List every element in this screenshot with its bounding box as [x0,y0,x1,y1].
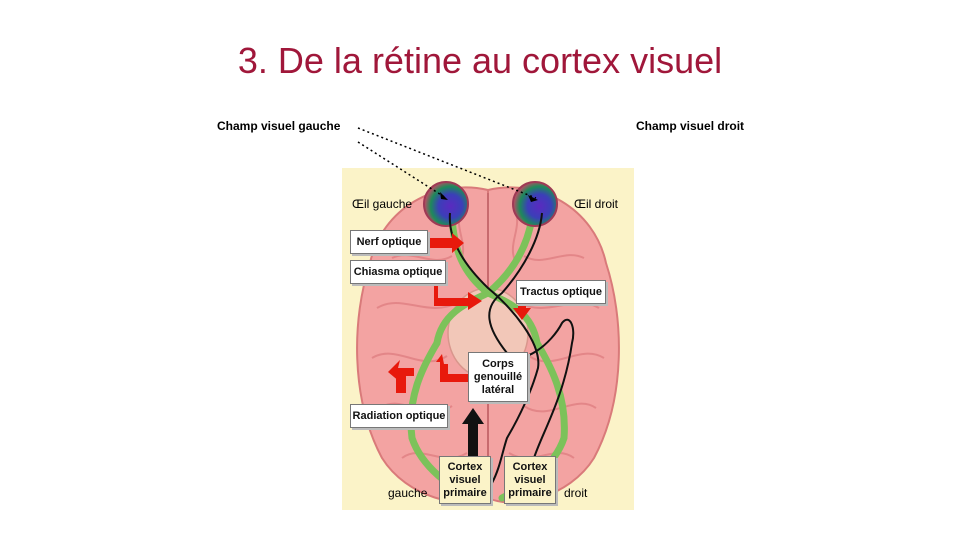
left-eye-label: Œil gauche [352,197,413,211]
slide-title: 3. De la rétine au cortex visuel [237,40,723,81]
right-eye-label: Œil droit [574,197,619,211]
left-visual-field-label: Champ visuel gauche [217,119,341,133]
box-radiation-optique: Radiation optique [350,404,448,428]
box-cortex-left: Cortex visuel primaire [439,456,491,504]
left-eye [423,181,469,227]
right-visual-field-label: Champ visuel droit [636,119,745,133]
bottom-right-label: droit [564,486,588,500]
black-arrow [462,408,484,460]
box-nerf-optique: Nerf optique [350,230,428,254]
brain-visual-pathway-figure: Œil gauche Œil droit Nerf optique Chiasm… [342,168,634,510]
bottom-left-label: gauche [388,486,428,500]
right-eye [512,181,558,227]
box-tractus-optique: Tractus optique [516,280,606,304]
box-chiasma-optique: Chiasma optique [350,260,446,284]
box-corps-genouille: Corps genouillé latéral [468,352,528,402]
box-cortex-right: Cortex visuel primaire [504,456,556,504]
